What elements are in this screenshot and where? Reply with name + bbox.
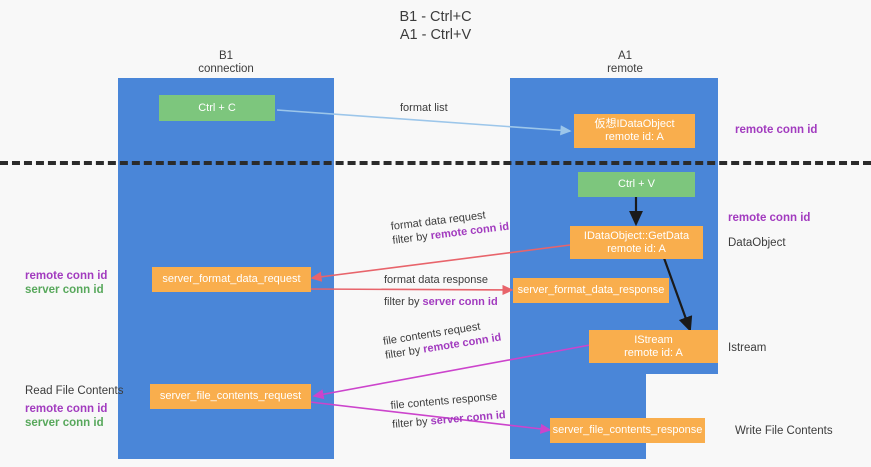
label-left-server-conn-id-mid: server conn id [25,284,104,296]
box-istream[interactable]: IStream remote id: A [589,330,718,363]
label-dataobject: DataObject [728,237,786,249]
column-header-a1-sub: remote [607,63,643,75]
box-server-file-contents-request-label: server_file_contents_request [159,390,302,402]
box-ctrl-c[interactable]: Ctrl + C [159,95,275,121]
box-istream-line2: remote id: A [624,346,683,359]
label-left-server-conn-id-low: server conn id [25,417,104,429]
box-server-file-contents-response-label: server_file_contents_response [552,424,703,436]
filter-value-4: server conn id [430,409,507,428]
arrow-label-format-data-response: format data response filter by server co… [384,273,498,309]
arrow-label-file-contents-request: file contents request filter by remote c… [382,317,502,363]
phase-divider [0,161,871,165]
diagram-title: B1 - Ctrl+C A1 - Ctrl+V [0,8,871,44]
label-write-file-contents: Write File Contents [735,425,833,437]
box-server-file-contents-response[interactable]: server_file_contents_response [550,418,705,443]
column-header-b1: B1 connection [118,50,334,76]
box-idataobject-getdata[interactable]: IDataObject::GetData remote id: A [570,226,703,259]
label-istream: Istream [728,342,767,354]
label-read-file-contents: Read File Contents [25,385,124,397]
label-left-remote-conn-id-mid: remote conn id [25,270,108,282]
label-remote-conn-id-mid: remote conn id [728,212,811,224]
box-server-format-data-request[interactable]: server_format_data_request [152,267,311,292]
column-header-a1: A1 remote [510,50,740,76]
filter-prefix-2: filter by [384,296,423,308]
arrow-label-format-data-response-line2: filter by server conn id [384,295,498,309]
title-line-2: A1 - Ctrl+V [399,27,472,43]
box-server-format-data-request-label: server_format_data_request [162,273,301,285]
arrow-label-file-contents-response-line2: filter by server conn id [392,408,507,432]
box-ctrl-c-label: Ctrl + C [198,101,236,114]
box-server-format-data-response[interactable]: server_format_data_response [513,278,669,303]
box-virtual-idataobject-line2: remote id: A [605,131,664,143]
box-server-file-contents-request[interactable]: server_file_contents_request [150,384,311,409]
title-line-1: B1 - Ctrl+C [399,9,472,25]
box-istream-line1: IStream [634,333,673,346]
column-header-a1-name: A1 [617,50,633,62]
arrow-label-format-data-request: format data request filter by remote con… [390,206,510,248]
column-header-b1-name: B1 [218,50,234,62]
label-left-remote-conn-id-low: remote conn id [25,403,108,415]
column-band-a1-extension-3 [510,374,646,459]
arrow-label-file-contents-response: file contents response filter by server … [390,389,506,432]
box-virtual-idataobject[interactable]: 仮想IDataObject remote id: A [574,114,695,148]
box-ctrl-v[interactable]: Ctrl + V [578,172,695,197]
filter-prefix-4: filter by [391,415,432,431]
box-getdata-line2: remote id: A [607,242,666,255]
filter-prefix-1: filter by [391,230,432,247]
box-virtual-idataobject-line1: 仮想IDataObject [594,118,675,130]
box-ctrl-v-label: Ctrl + V [618,178,655,190]
column-header-b1-sub: connection [198,63,254,75]
filter-value-2: server conn id [422,296,498,308]
arrow-label-format-list: format list [400,102,448,114]
box-server-format-data-response-label: server_format_data_response [517,284,665,296]
label-remote-conn-id-top: remote conn id [735,124,818,136]
arrow-label-format-data-response-line1: format data response [384,274,488,286]
box-getdata-line1: IDataObject::GetData [583,229,690,242]
